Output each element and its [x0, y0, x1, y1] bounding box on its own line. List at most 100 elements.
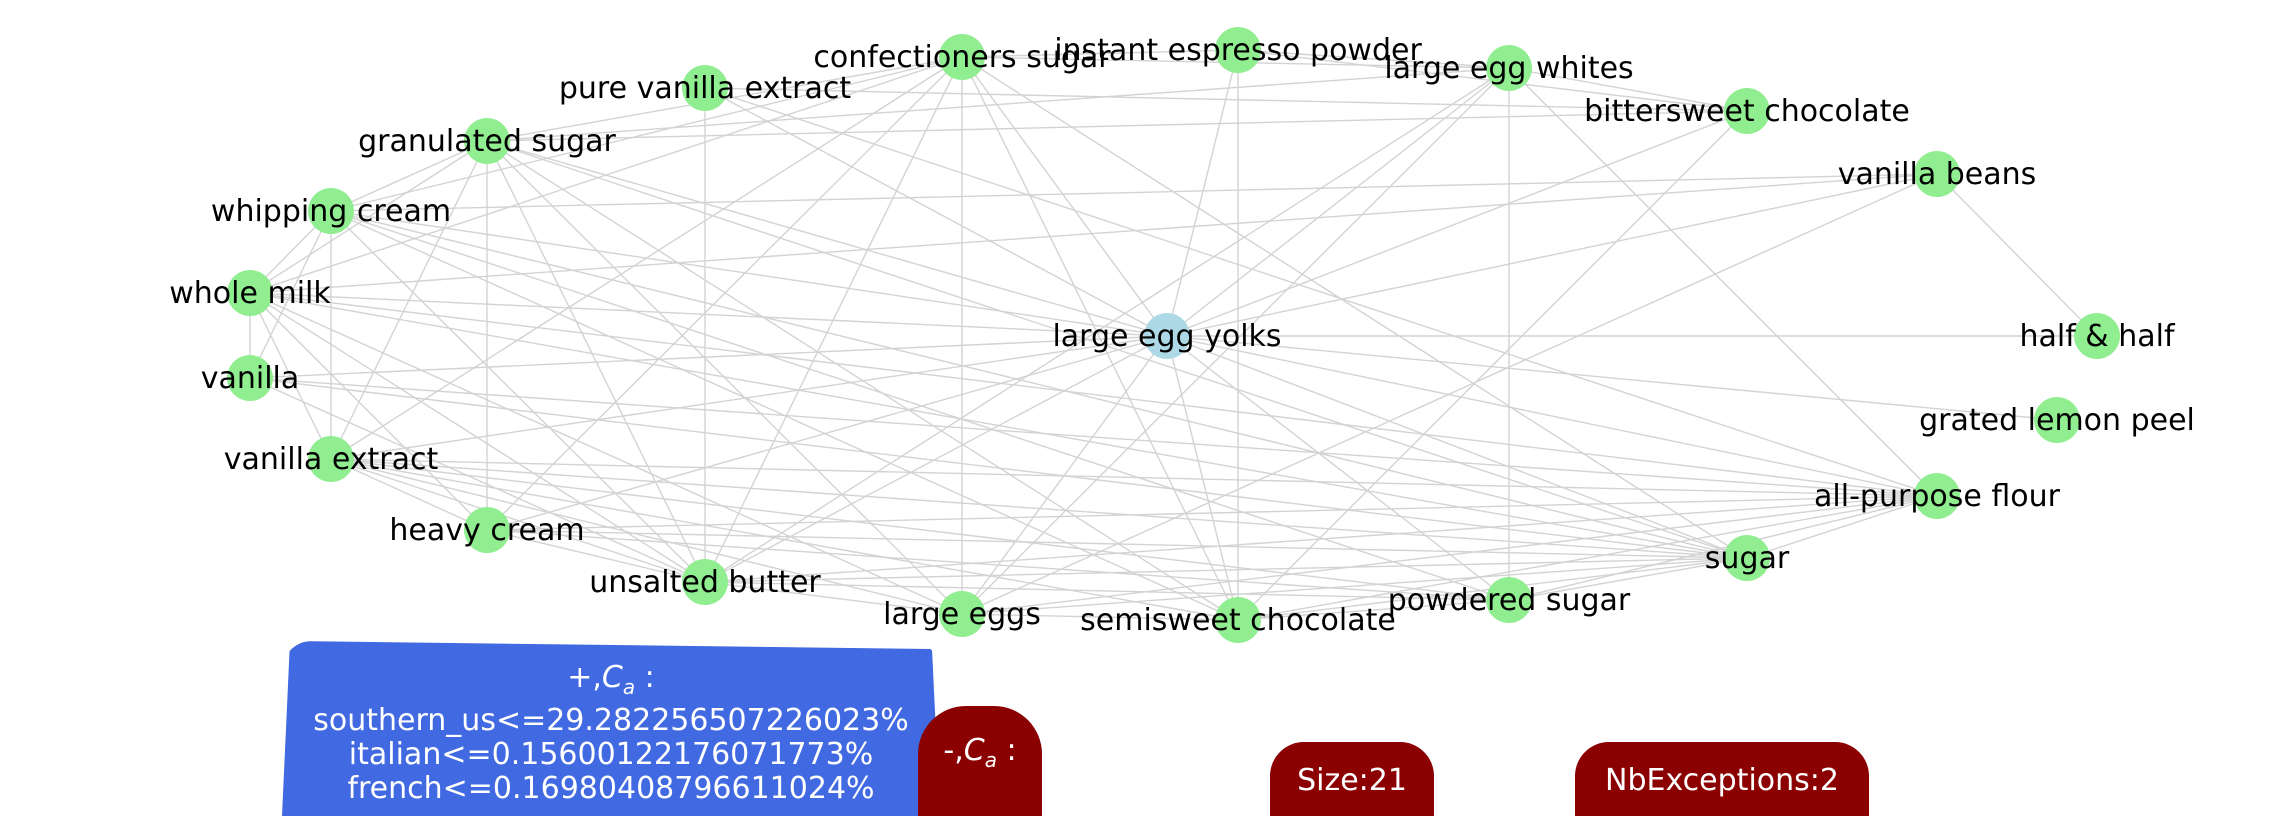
edge-vanilla-extract-powdered-sugar	[330, 458, 1510, 601]
node-label-vanilla: vanilla	[201, 361, 300, 396]
edge-whole-milk-vanilla-extract	[249, 292, 332, 460]
edge-pure-vanilla-extract-bittersweet-chocolate	[704, 87, 1748, 112]
edge-vanilla-extract-heavy-cream	[330, 458, 488, 531]
node-label-vanilla-extract: vanilla extract	[224, 442, 439, 477]
edge-granulated-sugar-whipping-cream	[330, 140, 488, 212]
node-semisweet-chocolate	[1215, 597, 1261, 643]
node-label-whole-milk: whole milk	[169, 276, 331, 311]
edge-confectioners-sugar-heavy-cream	[486, 56, 963, 531]
edge-confectioners-sugar-vanilla-extract	[330, 56, 963, 460]
edge-large-egg-yolks-all-purpose-flour	[1166, 335, 1938, 497]
edge-large-egg-yolks-granulated-sugar	[486, 140, 1168, 337]
edge-confectioners-sugar-sugar	[961, 56, 1748, 559]
edge-vanilla-beans-whipping-cream	[330, 173, 1938, 212]
edge-large-egg-yolks-whipping-cream	[330, 210, 1168, 337]
edge-vanilla-all-purpose-flour	[249, 377, 1938, 497]
graph-edges	[249, 49, 2098, 621]
edge-granulated-sugar-unsalted-butter	[486, 140, 706, 583]
node-confectioners-sugar	[939, 34, 985, 80]
edge-granulated-sugar-bittersweet-chocolate	[486, 110, 1748, 142]
edge-large-egg-yolks-unsalted-butter	[704, 335, 1168, 583]
edge-semisweet-chocolate-all-purpose-flour	[1237, 495, 1938, 621]
edge-whole-milk-large-eggs	[249, 292, 963, 615]
positive-condition-line-3: french<=0.16980408796611024%	[347, 771, 875, 806]
negative-condition-box: -,Ca :	[918, 706, 1042, 816]
graph-nodes	[227, 27, 2120, 643]
edge-vanilla-sugar	[249, 377, 1748, 559]
edge-large-egg-yolks-instant-espresso-powder	[1166, 49, 1239, 337]
size-box: Size:21	[1270, 742, 1434, 816]
node-large-egg-whites	[1486, 45, 1532, 91]
edge-semisweet-chocolate-powdered-sugar	[1237, 599, 1510, 621]
edge-whole-milk-heavy-cream	[249, 292, 488, 531]
node-vanilla-extract	[308, 436, 354, 482]
edge-large-eggs-semisweet-chocolate	[961, 613, 1239, 621]
edge-confectioners-sugar-unsalted-butter	[704, 56, 963, 583]
negative-condition-title: -,Ca :	[943, 733, 1017, 773]
edge-heavy-cream-all-purpose-flour	[486, 495, 1938, 531]
edge-granulated-sugar-semisweet-chocolate	[486, 140, 1239, 621]
node-vanilla	[227, 355, 273, 401]
node-label-pure-vanilla-extract: pure vanilla extract	[559, 71, 851, 106]
edge-powdered-sugar-sugar	[1508, 557, 1748, 601]
edge-large-egg-whites-all-purpose-flour	[1508, 67, 1938, 497]
node-label-sugar: sugar	[1705, 541, 1790, 576]
edge-powdered-sugar-all-purpose-flour	[1508, 495, 1938, 601]
node-label-vanilla-beans: vanilla beans	[1838, 157, 2037, 192]
positive-condition-line-1: southern_us<=29.282256507226023%	[313, 703, 909, 738]
edge-unsalted-butter-all-purpose-flour	[704, 495, 1938, 583]
edge-large-egg-yolks-heavy-cream	[486, 335, 1168, 531]
node-label-whipping-cream: whipping cream	[211, 194, 451, 229]
graph-labels: large egg yolks confectioners sugarinstan…	[169, 33, 2195, 638]
edge-vanilla-unsalted-butter	[249, 377, 706, 583]
edge-large-egg-yolks-large-egg-whites	[1166, 67, 1510, 337]
edge-unsalted-butter-sugar	[704, 557, 1748, 583]
edge-large-egg-yolks-pure-vanilla-extract	[704, 87, 1168, 337]
node-label-instant-espresso-powder: instant espresso powder	[1054, 33, 1422, 68]
edge-vanilla-beans-large-eggs	[961, 173, 1938, 615]
positive-condition-line-2: italian<=0.15600122176071773%	[348, 737, 874, 772]
edge-pure-vanilla-extract-all-purpose-flour	[704, 87, 1938, 497]
edge-large-egg-yolks-grated-lemon-peel	[1166, 335, 2058, 421]
edge-whipping-cream-vanilla	[249, 210, 332, 379]
edge-large-eggs-sugar	[961, 557, 1748, 615]
edge-vanilla-extract-sugar	[330, 458, 1748, 559]
node-label-confectioners-sugar: confectioners sugar	[813, 40, 1111, 75]
edge-vanilla-beans-half-and-half	[1936, 173, 2098, 337]
node-label-large-egg-whites: large egg whites	[1384, 51, 1633, 86]
edge-unsalted-butter-powdered-sugar	[704, 581, 1510, 601]
edge-large-egg-whites-unsalted-butter	[704, 67, 1510, 583]
node-grated-lemon-peel	[2034, 397, 2080, 443]
edge-vanilla-beans-whole-milk	[249, 173, 1938, 294]
node-label-half-and-half: half & half	[2019, 319, 2175, 354]
edge-unsalted-butter-large-eggs	[704, 581, 963, 615]
node-all-purpose-flour	[1914, 473, 1960, 519]
edge-confectioners-sugar-semisweet-chocolate	[961, 56, 1239, 621]
edge-whole-milk-all-purpose-flour	[249, 292, 1938, 497]
node-label-large-eggs: large eggs	[883, 597, 1041, 632]
size-label: Size:21	[1297, 763, 1407, 798]
node-vanilla-beans	[1914, 151, 1960, 197]
edge-large-egg-yolks-sugar	[1166, 335, 1748, 559]
node-bittersweet-chocolate	[1724, 88, 1770, 134]
edge-granulated-sugar-sugar	[486, 140, 1748, 559]
node-label-granulated-sugar: granulated sugar	[358, 124, 616, 159]
node-label-grated-lemon-peel: grated lemon peel	[1919, 403, 2195, 438]
node-label-large-egg-yolks: large egg yolks	[1052, 319, 1281, 354]
edge-bittersweet-chocolate-large-egg-whites	[1508, 67, 1748, 112]
node-instant-espresso-powder	[1215, 27, 1261, 73]
node-label-semisweet-chocolate: semisweet chocolate	[1080, 603, 1396, 638]
edge-vanilla-extract-large-eggs	[330, 458, 963, 615]
node-granulated-sugar	[464, 118, 510, 164]
edge-confectioners-sugar-whole-milk	[249, 56, 963, 294]
edge-whole-milk-sugar	[249, 292, 1748, 559]
edge-whipping-cream-powdered-sugar	[330, 210, 1510, 601]
positive-condition-title: +,Ca :	[567, 660, 655, 699]
edge-vanilla-extract-all-purpose-flour	[330, 458, 1938, 497]
edge-large-egg-yolks-semisweet-chocolate	[1166, 335, 1239, 621]
node-half-and-half	[2074, 313, 2120, 359]
edge-large-egg-yolks-bittersweet-chocolate	[1166, 110, 1748, 337]
node-powdered-sugar	[1486, 577, 1532, 623]
edge-large-egg-yolks-vanilla-beans	[1166, 173, 1938, 337]
